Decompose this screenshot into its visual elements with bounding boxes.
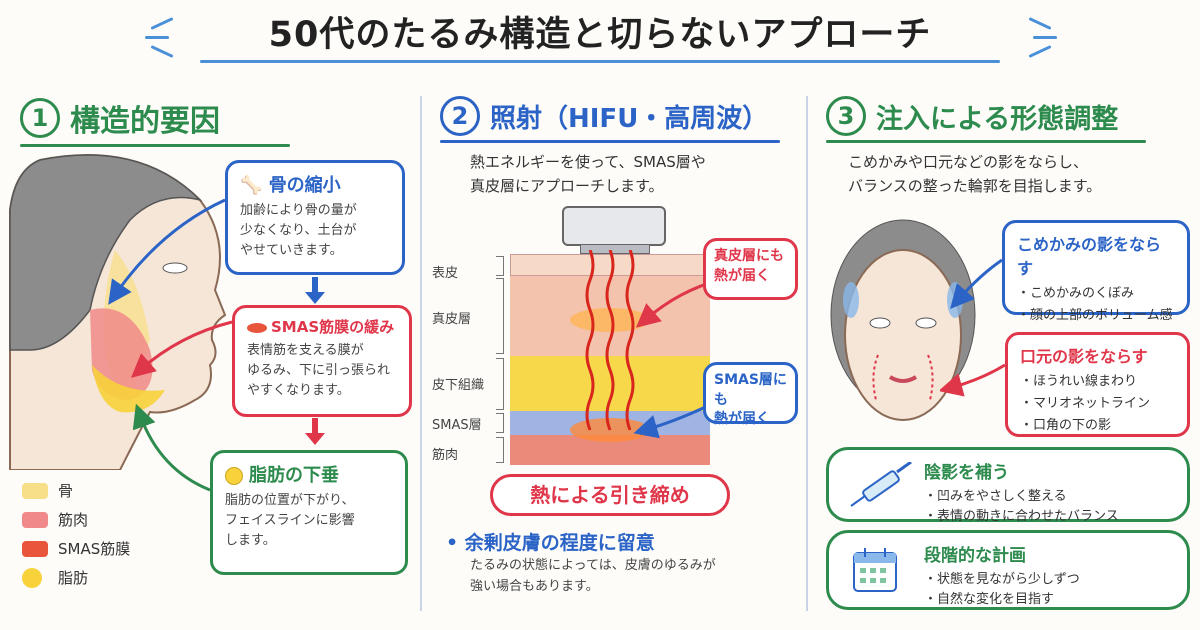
section3-number: 3: [826, 96, 866, 136]
page-title: 50代のたるみ構造と切らないアプローチ: [268, 15, 932, 55]
section1-header: 1 構造的要因: [20, 96, 290, 147]
face-front-illustration: [830, 219, 976, 421]
section1-number: 1: [20, 98, 60, 138]
section2-title: 照射（HIFU・高周波）: [490, 103, 769, 134]
layer-label-subcutaneous: 皮下組織: [432, 378, 485, 393]
plan-item: 自然な変化を目指す: [924, 590, 1175, 610]
section2-header: 2 照射（HIFU・高周波）: [440, 96, 780, 143]
mouth-item: ほうれい線まわり: [1020, 371, 1175, 393]
title-accent: [1033, 36, 1057, 39]
smas-card-title: SMAS筋膜の緩み: [271, 318, 395, 336]
temple-shadow: [843, 282, 859, 318]
plan-card: 段階的な計画 状態を見ながら少しずつ 自然な変化を目指す: [826, 530, 1190, 610]
title-underline: [200, 60, 1000, 63]
fat-card-title: 脂肪の下垂: [249, 465, 339, 486]
dermis-heat-callout: 真皮層にも 熱が届く: [703, 238, 798, 300]
eye: [162, 262, 188, 274]
bone-icon: 🦴: [240, 175, 269, 196]
calendar-icon: [853, 548, 897, 592]
fat-card-text: 脂肪の位置が下がり、 フェイスラインに影響 します。: [225, 493, 355, 549]
bone-card-text: 加齢により骨の量が 少なくなり、土台が やせていきます。: [240, 203, 357, 259]
heat-waves: [570, 250, 650, 442]
temple-item: こめかみのくぼみ: [1017, 283, 1175, 305]
section3-title: 注入による形態調整: [876, 103, 1119, 135]
plan-item: 状態を見ながら少しずつ: [924, 570, 1175, 590]
mouth-card: 口元の影をならす ほうれい線まわり マリオネットライン 口角の下の影: [1005, 332, 1190, 437]
legend-item: 骨: [22, 480, 130, 501]
section2-intro: 熱エネルギーを使って、SMAS層や 真皮層にアプローチします。: [470, 153, 706, 195]
column-divider: [806, 96, 808, 611]
fat-icon: [225, 467, 243, 485]
shadow-card: 陰影を補う 凹みをやさしく整える 表情の動きに合わせたバランス: [826, 447, 1190, 524]
section2-number: 2: [440, 96, 480, 136]
tightening-banner: 熱による引き締め: [490, 474, 730, 516]
temple-card: こめかみの影をならす こめかみのくぼみ 顔の上部のボリューム感: [1002, 220, 1190, 323]
temple-card-title: こめかみの影をならす: [1017, 235, 1162, 278]
layer-label-dermis: 真皮層: [432, 312, 472, 327]
section2-note-title: • 余剰皮膚の程度に留意: [446, 532, 655, 554]
legend-item: 筋肉: [22, 509, 130, 530]
mouth-item: 口角の下の影: [1020, 415, 1175, 437]
shadow-card-title: 陰影を補う: [924, 463, 1009, 483]
fat-card: 脂肪の下垂 脂肪の位置が下がり、 フェイスラインに影響 します。: [210, 450, 408, 575]
bone-card: 🦴 骨の縮小 加齢により骨の量が 少なくなり、土台が やせていきます。: [225, 160, 405, 275]
section1-arrows: [108, 198, 325, 492]
smas-card-text: 表情筋を支える膜が ゆるみ、下に引っ張られ やすくなります。: [247, 343, 391, 399]
shadow-item: 表情の動きに合わせたバランス: [924, 507, 1175, 527]
hifu-device-tip: [580, 244, 650, 254]
column-divider: [420, 96, 422, 611]
temple-item: 顔の上部のボリューム感: [1017, 305, 1175, 327]
section3-intro: こめかみや口元などの影をならし、 バランスの整った輪郭を目指します。: [848, 153, 1102, 195]
plan-card-title: 段階的な計画: [924, 546, 1026, 566]
legend: 骨 筋肉 SMAS筋膜 脂肪: [22, 480, 130, 596]
mouth-item: マリオネットライン: [1020, 393, 1175, 415]
title-accent: [145, 36, 169, 39]
layer-label-muscle: 筋肉: [432, 448, 459, 463]
legend-item: 脂肪: [22, 567, 130, 588]
layer-label-epidermis: 表皮: [432, 266, 459, 281]
muscle-icon: [247, 322, 267, 333]
section1-title: 構造的要因: [70, 104, 220, 139]
fat-area: [92, 365, 165, 413]
section3-callout-arrows: [940, 258, 1006, 397]
syringe-icon: [850, 462, 912, 507]
hair: [9, 154, 203, 351]
legend-item: SMAS筋膜: [22, 538, 130, 559]
section2-note-text: たるみの状態によっては、皮膚のゆるみが 強い場合もあります。: [470, 558, 716, 594]
smas-heat-callout: SMAS層にも 熱が届く: [703, 362, 798, 427]
shadow-item: 凹みをやさしく整える: [924, 487, 1175, 507]
mouth-card-title: 口元の影をならす: [1020, 347, 1148, 366]
section3-header: 3 注入による形態調整: [826, 96, 1146, 143]
smas-card: SMAS筋膜の緩み 表情筋を支える膜が ゆるみ、下に引っ張られ やすくなります。: [232, 305, 412, 417]
bone-card-title: 骨の縮小: [268, 175, 341, 196]
layer-label-smas: SMAS層: [432, 418, 482, 433]
